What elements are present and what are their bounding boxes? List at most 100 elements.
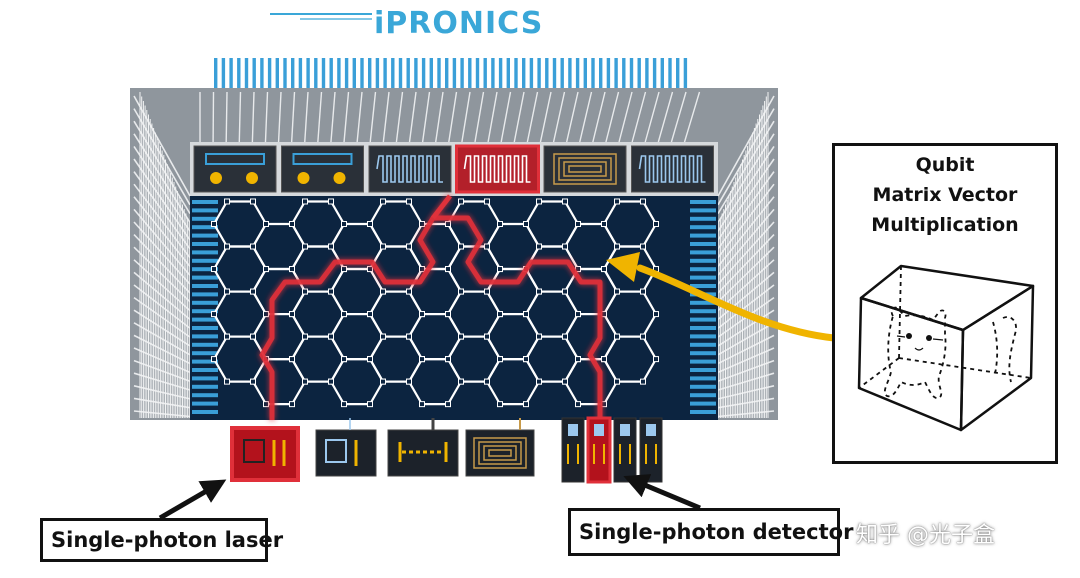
phase-shifter-node [653,311,659,318]
fan-line [369,91,377,143]
detector-window-icon [620,424,630,436]
top-pin [568,58,572,88]
bottom-module-row [230,416,663,484]
top-pin [267,58,272,88]
meander-icon [638,155,706,183]
phase-shifter-node [484,288,490,295]
fan-line [618,91,633,143]
phase-shifter-node [406,333,412,340]
top-pin [229,58,233,88]
photon-path-highlight [259,194,603,420]
phase-shifter-node [458,333,464,340]
phase-shifter-node [380,378,386,385]
phase-shifter-node [601,266,607,273]
top-pin [591,58,595,88]
top-pin [522,58,526,88]
phase-shifter-node [263,266,269,273]
fan-line [487,91,498,143]
waveguide-icon [292,153,353,165]
side-pin [192,410,218,414]
side-pin [690,393,716,398]
photon-path-stub [431,194,452,220]
phase-shifter-node [224,288,230,295]
top-pin [244,58,249,88]
fan-line [631,91,647,143]
phase-shifter-node [419,401,425,408]
phase-shifter-node [328,378,334,385]
side-pin [192,200,218,204]
phase-shifter-node [328,288,334,295]
spiral-icon [558,157,612,181]
source-module-icon [315,429,377,477]
top-pin [283,58,287,88]
phase-shifter-node [367,266,373,273]
side-pin [192,376,218,381]
fan-line [644,91,660,143]
phase-shifter-node [419,266,425,273]
top-pin [321,58,326,88]
top-pin [637,58,641,88]
qubit-subtitle-1: Matrix Vector [872,184,1018,206]
fan-line [330,91,336,143]
fan-line [579,91,593,143]
fan-line [421,91,431,143]
top-pin [214,58,218,88]
phase-shifter-node [406,378,412,385]
phase-shifter-node [497,311,503,318]
phase-shifter-node [328,198,334,205]
phase-shifter-node [562,333,568,340]
yellow-arrowhead-icon [606,252,640,282]
top-pin [498,58,503,88]
phase-shifter-node [302,198,308,205]
top-pin [491,58,495,88]
top-pin [221,58,226,88]
side-pin [192,393,218,398]
phase-shifter-node [328,243,334,250]
phase-shifter-node [250,198,256,205]
side-pin [690,410,716,414]
fan-line [474,91,485,143]
laser-arrow [158,479,227,521]
top-pin [306,58,310,88]
waveguide-icon [205,153,265,165]
logo-swoosh-icon [270,13,372,20]
phase-shifter-node [601,356,607,363]
side-pin [690,233,716,238]
side-pin [690,208,716,213]
top-pin [383,58,387,88]
fan-line [356,91,363,143]
fan-line [526,91,539,143]
phase-shifter-node [224,333,230,340]
phase-shifter-node [263,401,269,408]
fan-line [290,91,296,143]
phase-shifter-node [341,401,347,408]
side-pin [192,368,218,372]
top-pin [391,58,395,88]
phase-shifter-node [211,266,217,273]
phase-shifter-node [302,333,308,340]
side-pin [690,250,716,255]
side-pin [690,300,716,305]
spiral-module-icon [465,429,535,477]
side-pin [690,317,716,322]
qubit-box: Qubit Matrix Vector Multiplication [832,143,1058,464]
phase-shifter-node [497,401,503,408]
fan-line [304,91,309,143]
phase-shifter-node [224,198,230,205]
phase-shifter-node [601,221,607,227]
fan-line [552,91,566,143]
phase-shifter-node [250,378,256,385]
top-pin [421,58,426,88]
fan-line [461,91,471,143]
phase-shifter-node [341,266,347,273]
coupler-icon [246,172,258,184]
phase-shifter-node [445,356,451,363]
fan-line [264,91,269,143]
side-pin [690,401,716,406]
detector-arrow [623,474,701,511]
top-pin [514,58,518,88]
phase-shifter-node [653,356,659,363]
phase-shifter-node [289,356,295,363]
detector-window-icon [646,424,656,436]
